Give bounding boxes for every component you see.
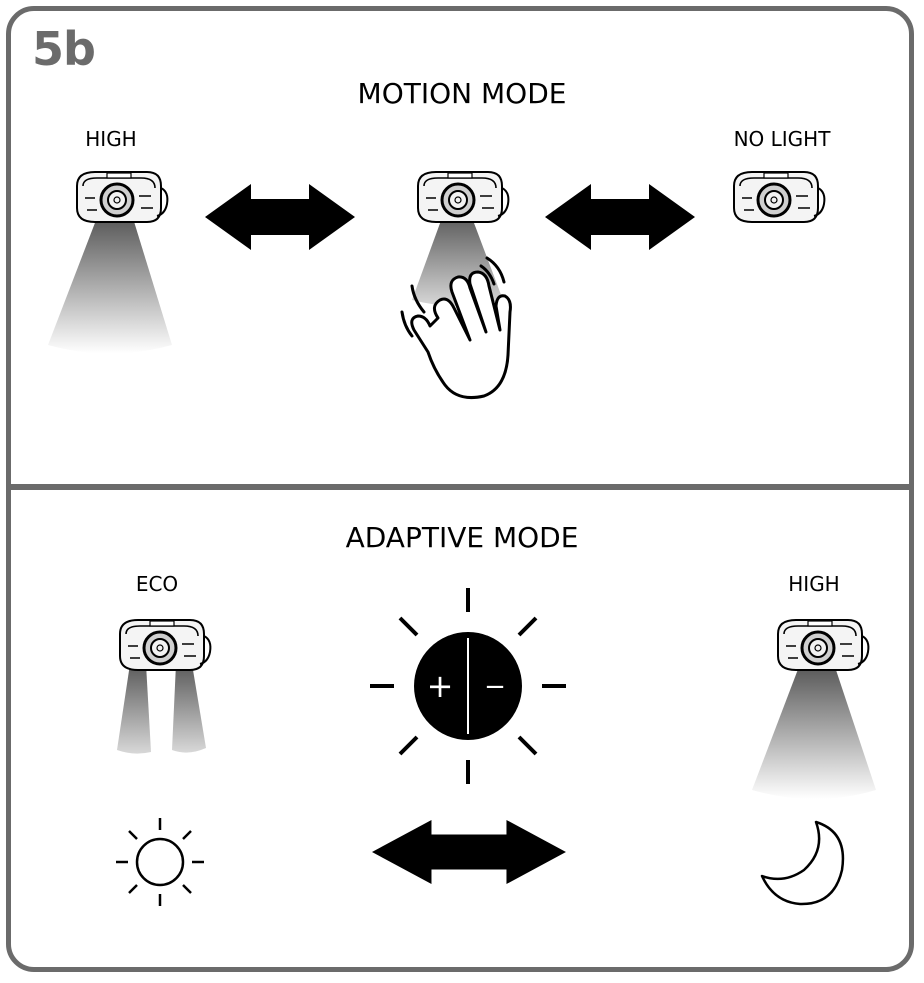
double-arrow-icon <box>205 184 355 250</box>
double-arrow-icon <box>545 184 695 250</box>
motion-headlamp-icon <box>416 170 510 224</box>
motion-high-headlamp-icon <box>75 170 169 224</box>
motion-mode-title: MOTION MODE <box>357 77 567 110</box>
step-label: 5b <box>32 22 96 76</box>
outline-sun-icon <box>116 818 204 906</box>
eco-beams <box>117 664 206 754</box>
section-divider <box>6 484 914 490</box>
crescent-moon-icon <box>760 820 845 906</box>
adaptive-high-beam <box>752 664 876 799</box>
brightness-minus-symbol: − <box>484 672 506 702</box>
adaptive-high-label: HIGH <box>788 572 840 596</box>
motion-high-label: HIGH <box>85 127 137 151</box>
double-arrow-icon <box>372 819 566 885</box>
waving-hand-icon <box>400 256 512 400</box>
motion-no-light-label: NO LIGHT <box>733 127 831 151</box>
brightness-plus-symbol: + <box>427 667 454 705</box>
eco-headlamp-icon <box>118 618 212 672</box>
adaptive-high-headlamp-icon <box>776 618 870 672</box>
bright-sun-icon <box>370 588 566 784</box>
motion-no-light-headlamp-icon <box>732 170 826 224</box>
motion-high-beam <box>48 215 172 354</box>
adaptive-eco-label: ECO <box>135 572 179 596</box>
adaptive-mode-title: ADAPTIVE MODE <box>345 521 579 554</box>
